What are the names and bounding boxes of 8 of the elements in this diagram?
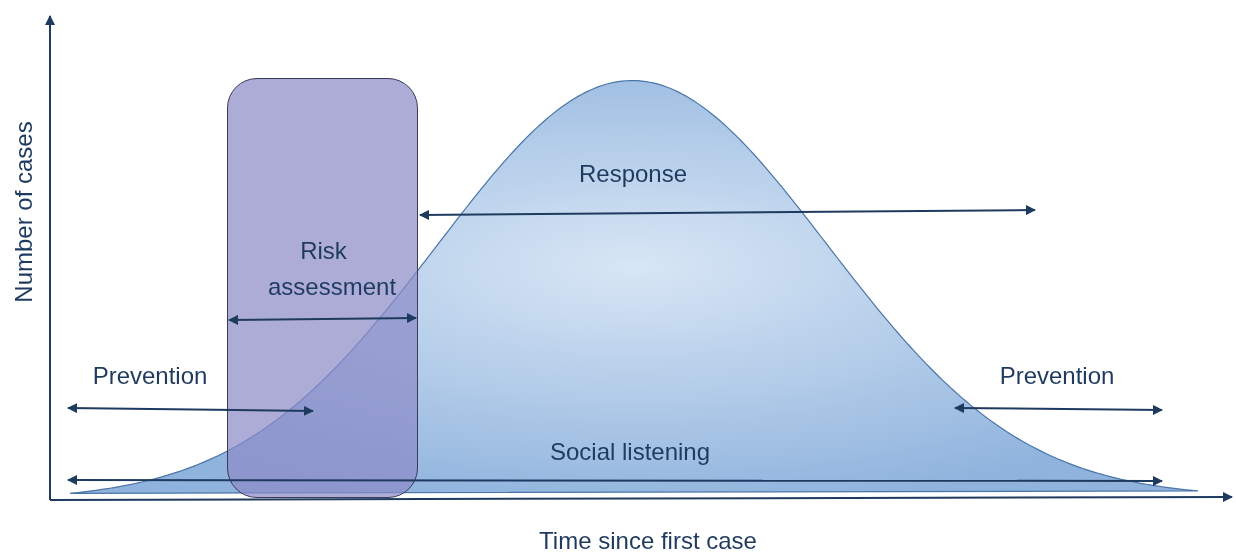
axis-title: Time since first case [539, 527, 757, 555]
phase-label: Prevention [92, 362, 208, 390]
phase-label: Social listening [549, 438, 711, 466]
box-label: Risk assessment [267, 236, 398, 302]
rounded-box [227, 78, 418, 498]
phase-label: Prevention [999, 362, 1115, 390]
axis-title: Number of cases [10, 121, 38, 303]
phase-label: Response [578, 160, 688, 188]
